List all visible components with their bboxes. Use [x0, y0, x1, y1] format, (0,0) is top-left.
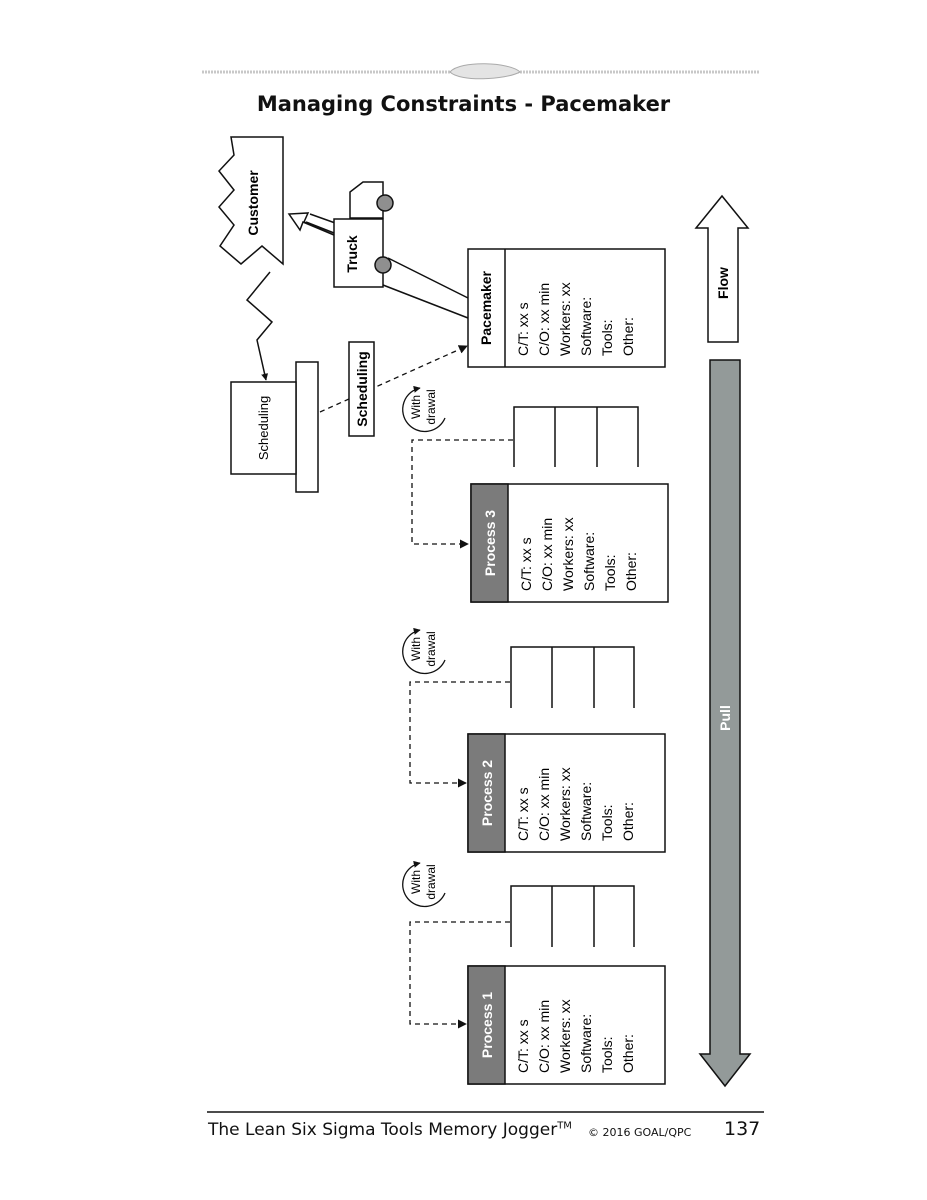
- truck-icon: Truck: [333, 181, 394, 288]
- flow-label: Flow: [715, 267, 731, 299]
- scheduling-arrow-label: Scheduling: [354, 351, 370, 426]
- process-3-title: Process 3: [482, 510, 498, 576]
- process-1-title: Process 1: [479, 992, 495, 1058]
- process-2-title: Process 2: [479, 760, 495, 826]
- process-3-workers: Workers: xx: [560, 517, 576, 591]
- process-3-ct: C/T: xx s: [518, 537, 534, 591]
- pacemaker-ct: C/T: xx s: [515, 302, 531, 356]
- pacemaker-software: Software:: [578, 297, 594, 356]
- process-1-ct: C/T: xx s: [515, 1019, 531, 1073]
- process-1-other: Other:: [620, 1034, 636, 1073]
- process-2-workers: Workers: xx: [557, 767, 573, 841]
- scheduling-box-label: Scheduling: [256, 396, 271, 460]
- process-3-other: Other:: [623, 552, 639, 591]
- process-3-software: Software:: [581, 532, 597, 591]
- customer-icon: Customer: [218, 136, 284, 266]
- footer-rule: [207, 1111, 764, 1113]
- supermarket-2: [510, 646, 635, 708]
- withdrawal-3-line2: drawal: [424, 389, 438, 424]
- withdrawal-2-path: [409, 681, 510, 788]
- process-3-box: Process 3 C/T: xx s C/O: xx min Workers:…: [470, 483, 669, 603]
- pacemaker-co: C/O: xx min: [536, 283, 552, 356]
- footer-book-title: The Lean Six Sigma Tools Memory JoggerTM: [208, 1120, 572, 1140]
- withdrawal-3-line1: With: [409, 395, 423, 419]
- process-2-software: Software:: [578, 782, 594, 841]
- scheduling-to-pacemaker-arrow: [319, 345, 468, 413]
- withdrawal-2: With drawal: [402, 627, 446, 675]
- supermarket-1: [510, 885, 635, 947]
- withdrawal-2-line2: drawal: [424, 631, 438, 666]
- top-decorative-rule: [202, 63, 760, 80]
- process-1-co: C/O: xx min: [536, 1000, 552, 1073]
- page-number: 137: [724, 1118, 761, 1140]
- pacemaker-other: Other:: [620, 317, 636, 356]
- withdrawal-1-path: [409, 921, 510, 1029]
- withdrawal-1-line1: With: [409, 870, 423, 894]
- pacemaker-title: Pacemaker: [478, 270, 494, 345]
- trademark-mark: TM: [557, 1120, 572, 1132]
- value-stream-diagram: Customer Truck Scheduling Scheduling Flo…: [218, 136, 752, 1088]
- supermarket-3: [513, 406, 639, 467]
- withdrawal-3: With drawal: [402, 385, 446, 433]
- process-1-tools: Tools:: [599, 1036, 615, 1073]
- flow-arrow: Flow: [694, 194, 750, 343]
- withdrawal-3-path: [411, 439, 513, 549]
- scheduling-box: Scheduling: [230, 361, 319, 493]
- process-2-ct: C/T: xx s: [515, 787, 531, 841]
- process-3-co: C/O: xx min: [539, 518, 555, 591]
- withdrawal-1-line2: drawal: [424, 864, 438, 899]
- process-3-tools: Tools:: [602, 554, 618, 591]
- process-2-tools: Tools:: [599, 804, 615, 841]
- process-2-co: C/O: xx min: [536, 768, 552, 841]
- process-2-box: Process 2 C/T: xx s C/O: xx min Workers:…: [467, 733, 666, 853]
- page-title: Managing Constraints - Pacemaker: [256, 92, 671, 116]
- pull-label: Pull: [717, 705, 733, 731]
- withdrawal-2-line1: With: [409, 637, 423, 661]
- electronic-info-arrow: [245, 271, 274, 381]
- process-1-software: Software:: [578, 1014, 594, 1073]
- shipment-arrow: [382, 257, 469, 319]
- process-2-other: Other:: [620, 802, 636, 841]
- pacemaker-workers: Workers: xx: [557, 282, 573, 356]
- pacemaker-tools: Tools:: [599, 319, 615, 356]
- customer-label: Customer: [245, 170, 261, 236]
- truck-label: Truck: [344, 235, 360, 273]
- footer-copyright: © 2016 GOAL/QPC: [588, 1126, 692, 1139]
- scheduling-arrow-tag: Scheduling: [348, 341, 375, 437]
- withdrawal-1: With drawal: [402, 860, 446, 908]
- process-1-workers: Workers: xx: [557, 999, 573, 1073]
- pacemaker-process-box: Pacemaker C/T: xx s C/O: xx min Workers:…: [467, 248, 666, 368]
- process-1-box: Process 1 C/T: xx s C/O: xx min Workers:…: [467, 965, 666, 1085]
- pull-arrow: Pull: [698, 359, 752, 1088]
- customer-delivery-arrow: [287, 212, 335, 236]
- footer-book-name: The Lean Six Sigma Tools Memory Jogger: [208, 1120, 558, 1140]
